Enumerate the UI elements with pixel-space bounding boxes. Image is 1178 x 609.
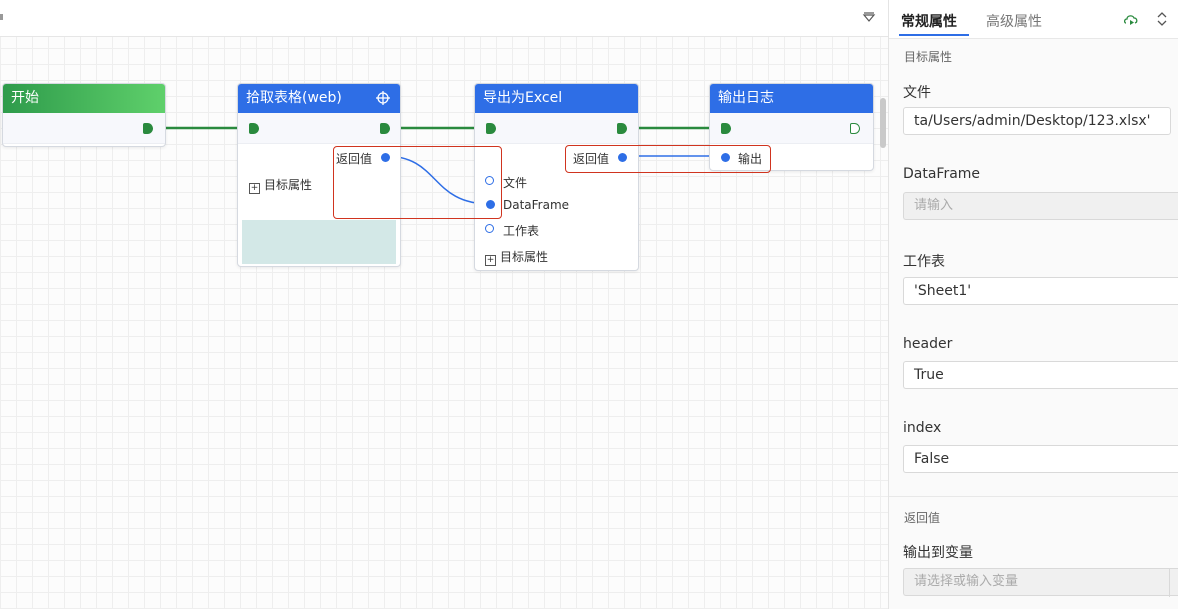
export-file-input-port[interactable] — [485, 176, 494, 185]
sheet-field-label: 工作表 — [903, 254, 945, 270]
highlight-box-return-dataframe — [333, 146, 502, 219]
tab-general-properties[interactable]: 常规属性 — [901, 14, 957, 30]
return-section-title: 返回值 — [904, 511, 941, 525]
header-field-label: header — [903, 336, 953, 352]
start-flow-out-port[interactable] — [143, 123, 153, 134]
header-input[interactable]: True — [903, 361, 1178, 389]
section-divider — [889, 496, 1178, 497]
pick-table-target-expander[interactable]: + 目标属性 — [249, 176, 312, 194]
node-export-excel[interactable]: 导出为Excel 文件 DataFrame 工作表 + 目标属性 返回值 — [474, 83, 639, 271]
highlight-box-return-output — [565, 145, 771, 173]
export-sheet-label: 工作表 — [503, 224, 540, 238]
node-pick-table-header: 拾取表格(web) — [238, 84, 400, 113]
node-pick-table-title: 拾取表格(web) — [246, 90, 342, 106]
dataframe-input[interactable]: 请输入 — [903, 192, 1178, 220]
active-tab-indicator — [899, 34, 969, 36]
output-log-input-label: 输出 — [738, 152, 763, 166]
flow-canvas[interactable]: 开始 拾取表格(web) 返回值 + 目标属性 导出为Excel — [0, 0, 888, 609]
node-export-excel-flow-row — [475, 113, 638, 144]
node-output-log-header: 输出日志 — [710, 84, 873, 113]
collapse-triangle-icon[interactable] — [862, 11, 876, 25]
node-export-excel-header: 导出为Excel — [475, 84, 638, 113]
plus-icon: + — [249, 183, 260, 194]
pick-table-return-port[interactable] — [381, 153, 390, 162]
tab-advanced-properties[interactable]: 高级属性 — [986, 14, 1042, 30]
run-node-icon[interactable] — [1123, 11, 1139, 27]
export-return-label: 返回值 — [573, 152, 610, 166]
pick-table-flow-out-port[interactable] — [380, 123, 390, 134]
sheet-input[interactable]: 'Sheet1' — [903, 277, 1178, 305]
toolbar-edge-marker — [0, 14, 3, 20]
index-field-label: index — [903, 420, 942, 436]
target-properties-section-title: 目标属性 — [904, 50, 953, 64]
crosshair-icon[interactable] — [376, 91, 390, 105]
output-variable-dropdown-separator — [1169, 568, 1170, 597]
pick-table-return-label: 返回值 — [336, 152, 373, 166]
export-dataframe-label: DataFrame — [503, 198, 570, 212]
file-field-label: 文件 — [903, 85, 931, 101]
index-input[interactable]: False — [903, 445, 1178, 473]
export-file-label: 文件 — [503, 176, 528, 190]
pick-table-target-label: 目标属性 — [264, 178, 313, 192]
output-log-flow-end-port[interactable] — [850, 123, 860, 134]
export-return-port[interactable] — [618, 153, 627, 162]
node-pick-table-flow-row — [238, 113, 400, 144]
plus-icon: + — [485, 255, 496, 266]
dataframe-field-label: DataFrame — [903, 166, 981, 182]
file-input[interactable]: ta/Users/admin/Desktop/123.xlsx' — [903, 107, 1171, 135]
expand-collapse-icon[interactable] — [1154, 11, 1170, 27]
pick-table-flow-in-port[interactable] — [249, 123, 259, 134]
canvas-toolbar — [0, 0, 888, 37]
node-pick-table[interactable]: 拾取表格(web) 返回值 + 目标属性 — [237, 83, 401, 267]
export-target-expander[interactable]: + 目标属性 — [485, 248, 548, 266]
export-sheet-input-port[interactable] — [485, 224, 494, 233]
pick-table-preview-area — [242, 220, 396, 264]
output-variable-label: 输出到变量 — [903, 545, 973, 561]
node-start[interactable]: 开始 — [2, 83, 166, 147]
export-excel-flow-out-port[interactable] — [617, 123, 627, 134]
output-log-input-port[interactable] — [721, 153, 730, 162]
export-target-label: 目标属性 — [500, 250, 549, 264]
node-output-log-flow-row — [710, 113, 873, 144]
export-dataframe-input-port[interactable] — [486, 200, 495, 209]
output-log-flow-in-port[interactable] — [721, 123, 731, 134]
node-output-log[interactable]: 输出日志 输出 — [709, 83, 874, 171]
node-start-flow-row — [3, 113, 165, 144]
canvas-vertical-scrollbar[interactable] — [880, 98, 886, 148]
node-start-header: 开始 — [3, 84, 165, 113]
properties-tabs: 常规属性 高级属性 — [889, 0, 1178, 39]
properties-panel: 常规属性 高级属性 目标属性 文件 ta/Users/admin/Desktop… — [888, 0, 1178, 609]
export-excel-flow-in-port[interactable] — [486, 123, 496, 134]
output-variable-select[interactable]: 请选择或输入变量 — [903, 568, 1178, 596]
